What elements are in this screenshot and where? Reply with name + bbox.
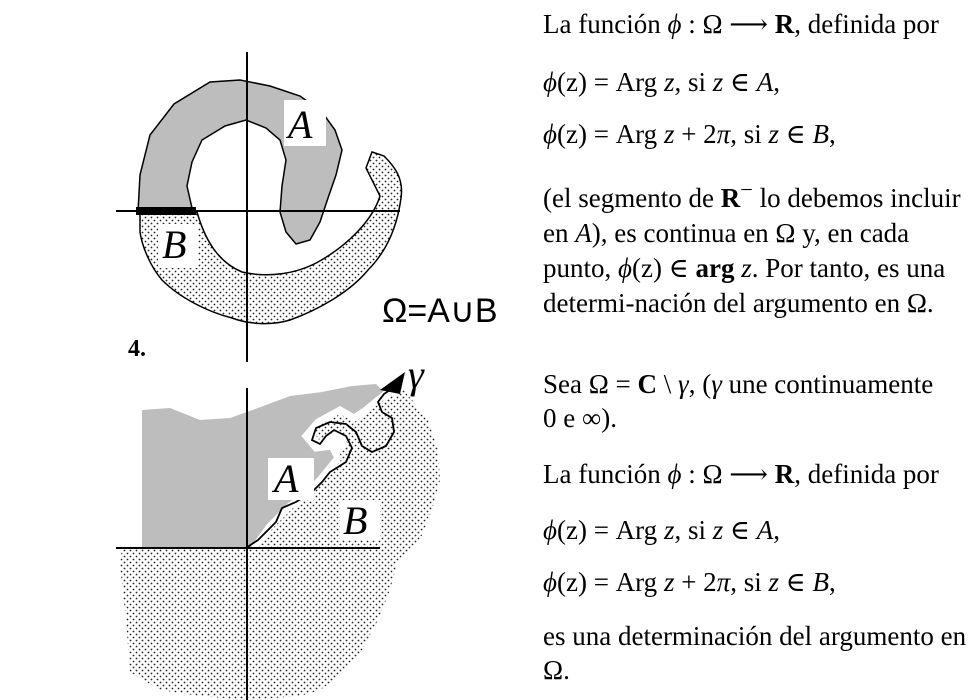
s1-case-a-in: ∈ [723,67,757,97]
s1-case-b-plus: + 2 [674,119,717,149]
s1-definition-line: La función ϕ : Ω ⟶ R, definida por [543,8,973,41]
gamma-arrow [380,372,405,394]
set-b-symbol: B [812,119,830,149]
bottom-label-a: A [271,456,299,501]
top-figure: A B Ω=A∪B [116,52,498,362]
s2-case-a-end: , [773,515,780,545]
s2-case-b-in: ∈ [779,567,813,597]
z-symbol: z [663,119,675,149]
s2-line2: 0 e ∞). [543,403,617,433]
s2-line3-pre: La función [543,459,668,489]
s2-definition-line: La función ϕ : Ω ⟶ R, definida por [543,458,973,491]
gamma-label: γ [408,352,425,397]
s2-case-b-cond: , si [730,567,769,597]
omega-union-label: Ω=A∪B [382,292,498,330]
s2-omega-definition-line: Sea Ω = C \ γ, (γ une continuamente [543,368,973,401]
s2-line3-mid: : Ω ⟶ [681,459,775,489]
s2-case-b-plus: + 2 [674,567,717,597]
bottom-region-a [142,384,386,548]
s2-line1-mid: \ [657,369,679,399]
top-label-a: A [285,102,313,147]
s1-case-a-line: ϕ(z) = Arg z, si z ∈ A, [543,66,973,99]
top-label-b: B [162,222,186,267]
s2-case-b-eq: = Arg [586,567,664,597]
s1-line1-mid: : Ω ⟶ [681,9,775,39]
s2-line3-post: , definida por [794,459,939,489]
top-region-b [139,151,403,325]
phi-symbol: ϕ [543,567,557,597]
s1-case-b-end: , [829,119,836,149]
phi-symbol: ϕ [667,459,682,489]
s1-case-a-cond: , si [674,67,713,97]
s1-case-a-arg: (z) [556,67,587,97]
problem-number: 4. [128,336,146,362]
s1-explanation-paragraph: (el segmento de R− lo debemos incluir en… [543,172,973,321]
set-a-symbol: A [575,218,592,248]
set-a-symbol: A [756,67,774,97]
s2-case-a-cond: , si [674,515,713,545]
s1-case-a-eq: = Arg [586,67,664,97]
z-symbol: z [663,567,675,597]
s1-case-b-in: ∈ [779,119,813,149]
pi-symbol: π [716,567,731,597]
bottom-region-b [120,386,440,700]
s2-line1-pre: Sea Ω = [543,369,638,399]
figure-diagrams: A B Ω=A∪B 4. γ A B [116,52,498,700]
s2-case-a-line: ϕ(z) = Arg z, si z ∈ A, [543,514,973,547]
phi-symbol: ϕ [667,9,682,39]
s2-case-a-eq: = Arg [586,515,664,545]
z-symbol: z [712,515,724,545]
z-symbol: z [741,253,752,283]
s2-line1-mid2: , ( [688,369,712,399]
complex-symbol: C [637,369,658,399]
s1-para-t4: ∈ [661,253,696,283]
set-a-symbol: A [756,515,774,545]
reals-symbol: R [774,459,795,489]
s1-para-t1: (el segmento de [543,183,721,213]
reals-symbol: R [720,183,741,213]
s2-case-b-end: , [829,567,836,597]
s1-case-b-line: ϕ(z) = Arg z + 2π, si z ∈ B, [543,118,973,151]
s1-case-b-eq: = Arg [586,119,664,149]
z-symbol: z [768,567,779,597]
negative-superscript: − [740,177,753,202]
z-symbol: z [663,67,675,97]
s1-line1-post: , definida por [794,9,939,39]
s2-conclusion-line: es una determinación del argumento en [543,621,967,651]
gamma-symbol: γ [711,369,722,399]
phi-symbol: ϕ [543,67,557,97]
s2-conclusion-omega: Ω. [543,655,570,685]
s2-case-b-line: ϕ(z) = Arg z + 2π, si z ∈ B, [543,566,973,599]
phi-symbol: ϕ [618,253,632,283]
bottom-label-b: B [343,498,367,543]
z-symbol: z [768,119,779,149]
z-symbol: z [663,515,675,545]
phi-symbol: ϕ [543,515,557,545]
pi-symbol: π [716,119,731,149]
s1-para-t3: ), es continua en Ω y, en cada punto, [543,218,910,283]
arg-bold: arg [695,253,735,283]
s1-para-z: (z) [632,253,662,283]
z-symbol: z [712,67,724,97]
s2-case-a-arg: (z) [556,515,587,545]
s1-case-b-arg: (z) [556,119,587,149]
s2-case-a-in: ∈ [723,515,757,545]
s2-case-b-arg: (z) [556,567,587,597]
reals-symbol: R [774,9,795,39]
gamma-symbol: γ [678,369,689,399]
set-b-symbol: B [812,567,830,597]
s1-case-a-end: , [773,67,780,97]
s1-para-t6: . Por tanto, es una determi-nación del a… [543,253,946,318]
s1-para-t2: lo debemos incluir en [543,183,961,248]
phi-symbol: ϕ [543,119,557,149]
bottom-figure: γ A B [116,352,440,700]
s1-line1-pre: La función [543,9,668,39]
s1-case-b-cond: , si [730,119,769,149]
s2-line1-post: une continuamente [721,369,934,399]
